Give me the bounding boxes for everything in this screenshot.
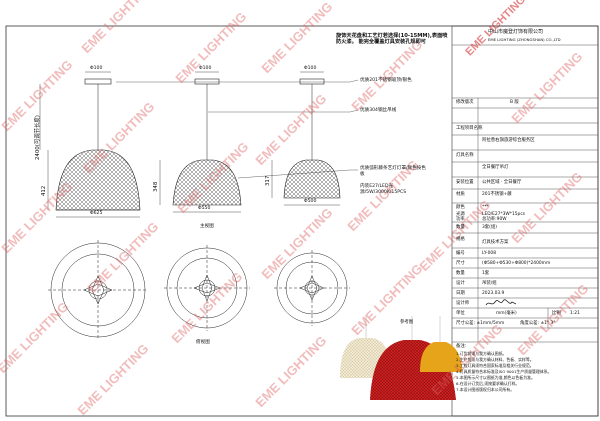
annotation-wire: 优质304钢丝吊线 (360, 108, 397, 113)
company-name: 中山市魔登灯饰有限公司 (488, 29, 544, 35)
dim-top-diameter: Φ100 (304, 66, 317, 71)
power-label: 功率 (456, 217, 465, 222)
designer-signature (485, 299, 517, 306)
qty-label: 数量 (456, 225, 465, 230)
dim-height-medium: 348 (153, 181, 159, 192)
note-line: 3.工程灯具须符合国家标准及相关行业规范。 (456, 363, 534, 368)
qty-value: 3套(组) (482, 225, 498, 230)
count-value: 1套 (482, 271, 490, 276)
note-line: 1.订货前须与我方确认图纸。 (456, 351, 507, 356)
tolerance2-label: 角度公差: ±1° 3° (520, 321, 556, 326)
dim-width-large: Φ625 (90, 211, 103, 216)
note-line: 2.生产前须与我方确认材料、色板、实样等。 (456, 357, 534, 362)
note-line: 4.灯具质量符合本标准及ISO 9001生产质量管理体系。 (456, 369, 552, 374)
dim-top-diameter: Φ100 (199, 66, 212, 71)
model-label: 编号 (456, 251, 465, 256)
place-value: 公共区域 · 全日餐厅 (482, 180, 522, 185)
dim-hanging-length: 2400(可调节长度) (35, 115, 41, 160)
tolerance-label: 尺寸公差: ±1mm/5mm (456, 321, 505, 326)
revision-label: 修改版次 (456, 100, 474, 105)
annotation-shade: 优质弧形藤条艺灯灯罩/颜色按色板 (360, 166, 426, 177)
source-value: LED/E27*3W*15pcs (482, 212, 526, 217)
dim-height-large: 412 (41, 185, 47, 196)
lamp-large-bottom-view (48, 240, 148, 340)
reference-photo (340, 316, 462, 400)
material-value: 201不锈钢+藤 (482, 192, 512, 197)
header-note: 旋饰天花盘和工艺灯若选择(10-15MM),表面喷防火漆。 能完全覆盖灯具安装孔… (336, 33, 448, 45)
reference-label: 参考图 (400, 320, 414, 325)
scale-value: 1:21 (570, 311, 580, 316)
notes-title: 备注: (456, 344, 467, 349)
title-block-grid (452, 44, 598, 343)
sign-label: 设计师 (456, 301, 470, 306)
lamp-large-front (39, 71, 141, 218)
spec-label: 规格 (456, 237, 465, 242)
dim-height-small: 317 (265, 175, 271, 186)
unit-value: mm(毫米) (496, 311, 517, 316)
project-label: 工程项目名称 (456, 126, 483, 131)
size-value: (Φ580+Φ530+Φ800)*2400mm (482, 261, 551, 266)
name-label: 灯具名称 (456, 153, 474, 158)
leader-lines (116, 79, 359, 179)
front-view-title: 主视图 (200, 224, 214, 229)
note-line: 6.在设计订货后,须按要求确认打样。 (456, 381, 520, 386)
name-value: 全日餐厅吊灯 (482, 165, 509, 170)
project-value: 阿拉善右旗旅游综合服务区 (482, 138, 535, 143)
material-label: 材质 (456, 192, 465, 197)
date-value: 2023.03.9 (482, 291, 505, 296)
count-label: 数量 (456, 271, 465, 276)
source-label: 光源 (456, 212, 465, 217)
lamp-medium-front (159, 71, 242, 213)
color-label: 颜色 (456, 205, 465, 210)
design-value: 吊装/组 (482, 281, 497, 286)
color-value: *** (482, 205, 489, 210)
spec-value: 灯具技术方案 (482, 240, 509, 245)
design-label: 设计 (456, 281, 465, 286)
dim-width-medium: Φ550 (198, 206, 211, 211)
dim-width-small: Φ500 (304, 199, 317, 204)
annotation-canopy: 优质201不锈钢吸顶/银色 (360, 78, 412, 83)
company-name-en: EME LIGHTING (ZHONGSHAN) CO.,LTD (488, 37, 561, 42)
lamp-small-front (271, 71, 341, 206)
dim-top-diameter: Φ100 (90, 66, 103, 71)
lamp-small-bottom-view (274, 250, 350, 326)
size-label: 尺寸 (456, 261, 465, 266)
date-label: 日期 (456, 291, 465, 296)
note-line: 7.本设计图纸版权归本公司所有。 (456, 387, 515, 392)
lamp-medium-bottom-view (164, 245, 250, 331)
note-line: 5.本图所示尺寸以图纸为准,颜色以色板为准。 (456, 375, 535, 380)
bottom-view-title: 俯视图 (196, 340, 210, 345)
power-value: 总功率:90W (482, 217, 507, 222)
annotation-light: 内装E27/LED光源/5W/3000K/15PCS (360, 184, 407, 195)
unit-label: 单位 (456, 311, 465, 316)
revision-value: B 版 (510, 100, 519, 105)
place-label: 安装位置 (456, 180, 474, 185)
model-value: LY-008 (482, 251, 496, 256)
scale-label: 比例 (552, 311, 561, 316)
